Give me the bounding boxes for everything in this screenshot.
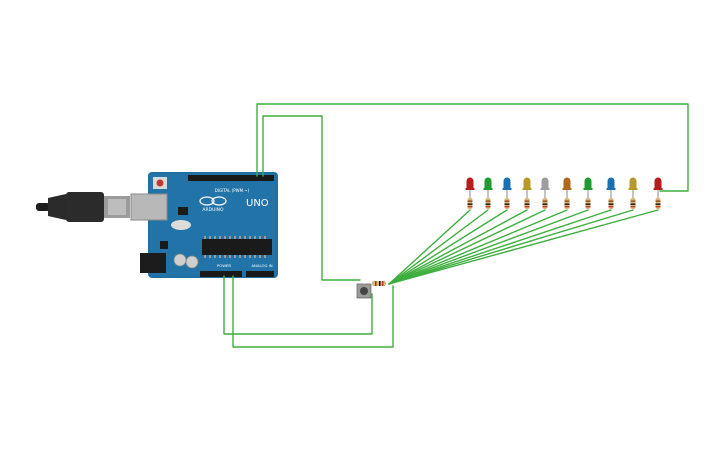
led-resistor-4	[524, 198, 530, 209]
power-header	[200, 271, 242, 277]
digital-label: DIGITAL (PWM ~)	[215, 188, 250, 193]
led-wire-4	[388, 209, 528, 285]
led-4[interactable]	[522, 177, 532, 199]
power-jack	[140, 253, 166, 273]
led-wire-1	[388, 209, 471, 285]
digital-header	[188, 175, 274, 181]
button-resistor	[372, 281, 386, 286]
led-wire-7	[388, 209, 589, 285]
led-6[interactable]	[562, 177, 572, 199]
model-label: UNO	[246, 198, 269, 209]
analog-label: ANALOG IN	[251, 263, 272, 268]
led-9[interactable]	[628, 177, 638, 199]
arduino-board[interactable]: DIGITAL (PWM ~) ARDUINO UNO POWER ANALOG…	[130, 172, 278, 278]
led-resistor-2	[485, 198, 491, 209]
led-wire-10	[388, 209, 659, 285]
brand-label: ARDUINO	[202, 207, 224, 213]
wire-gnd-1	[223, 275, 373, 335]
led-resistor-6	[564, 198, 570, 209]
led-resistor-3	[504, 198, 510, 209]
led-3[interactable]	[502, 177, 512, 199]
power-label: POWER	[217, 263, 231, 268]
led-2[interactable]	[483, 177, 493, 199]
led-10[interactable]	[653, 177, 663, 199]
led-wire-5	[388, 209, 546, 285]
wire-top-inner	[262, 115, 361, 281]
led-8[interactable]	[606, 177, 616, 199]
atmega-chip	[202, 239, 272, 255]
led-wire-9	[388, 209, 634, 285]
led-wire-8	[388, 209, 612, 285]
wires	[223, 103, 689, 348]
led-7[interactable]	[583, 177, 593, 199]
led-1[interactable]	[465, 177, 475, 199]
led-resistor-7	[585, 198, 591, 209]
usb-jack	[130, 193, 168, 221]
led-row	[465, 177, 663, 209]
led-wire-2	[388, 209, 489, 285]
wire-top-outer	[256, 103, 689, 192]
led-resistor-10	[655, 198, 661, 209]
led-resistor-5	[542, 198, 548, 209]
led-resistor-1	[467, 198, 473, 209]
led-resistor-9	[630, 198, 636, 209]
arduino-logo	[199, 196, 227, 206]
usb-cable[interactable]	[36, 192, 130, 222]
led-resistor-8	[608, 198, 614, 209]
analog-header	[246, 271, 274, 277]
pushbutton[interactable]	[356, 283, 372, 299]
led-wire-6	[388, 209, 568, 285]
led-5[interactable]	[540, 177, 550, 199]
led-wire-3	[388, 209, 508, 285]
wire-gnd-2	[232, 275, 394, 348]
